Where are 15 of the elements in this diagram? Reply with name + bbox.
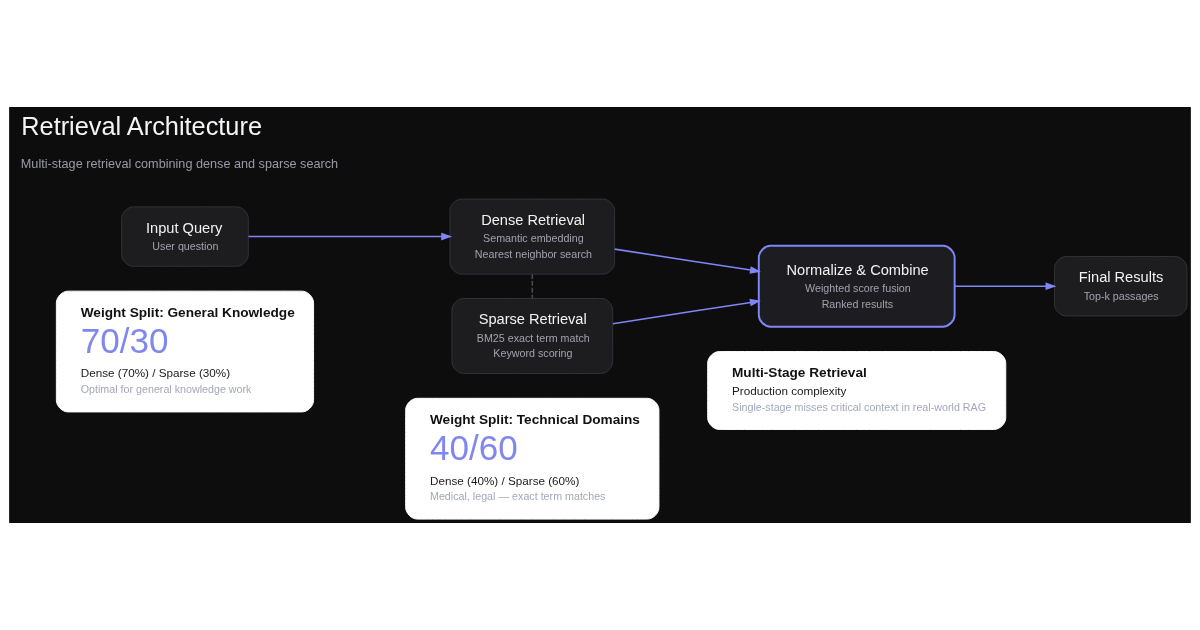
arrow [954,282,1057,291]
node-box: Multi-Stage Retrieval Production complexity Single-stage misses critical context in real-world RAG [707,351,1007,430]
node-box: Normalize & Combine Weighted score fusion Ranked results [757,244,956,328]
node-box: Weight Split: Technical Domains 40/60 Dense (40%) / Sparse (60%) Medical, legal — exact term matches [405,397,660,520]
node-box: Sparse Retrieval BM25 exact term match Keyword scoring [451,297,614,374]
connector [531,273,534,300]
node-box: Final Results Top-k passages [1054,256,1188,317]
arrow [247,232,453,241]
arrow [613,248,761,274]
node-box: Input Query User question [121,206,249,267]
arrow [612,298,761,325]
node-box: Dense Retrieval Semantic embedding Nearest neighbor search [449,198,616,275]
diagram-title: Retrieval Architecture [21,112,262,141]
label: Multi-stage retrieval combining dense and sparse search [20,156,339,171]
node-box: Weight Split: General Knowledge 70/30 Dense (70%) / Sparse (30%) Optimal for general knowledge work [55,290,315,413]
